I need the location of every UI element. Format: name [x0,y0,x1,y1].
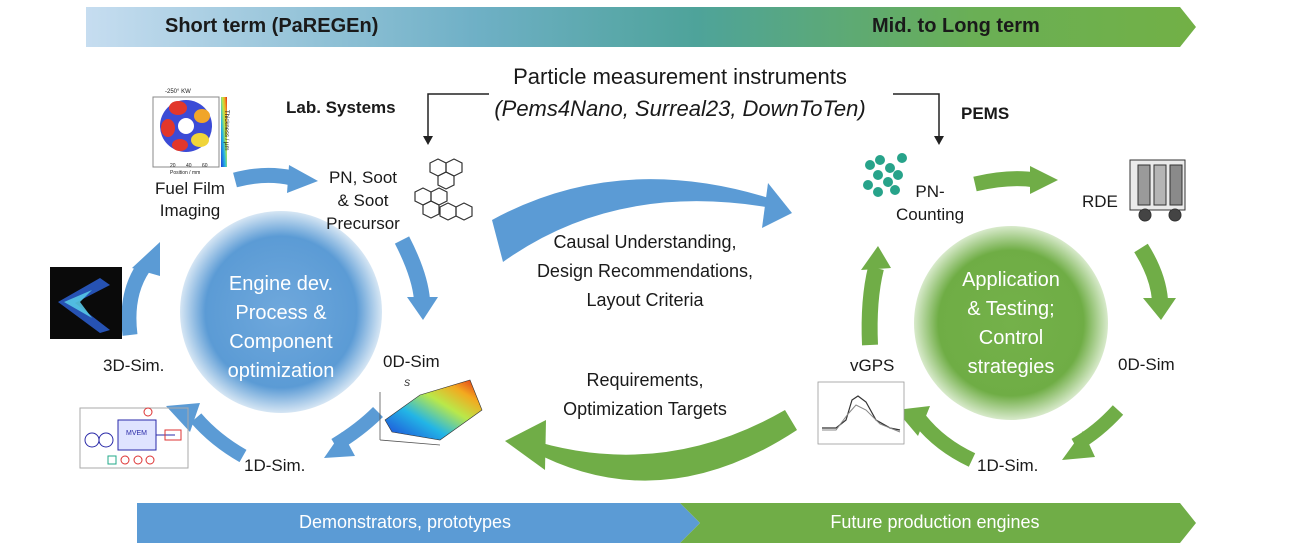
fuel-film-tick-3: 60 [202,163,208,169]
requirements-arrow [525,410,797,481]
vgps-label: vGPS [850,356,895,375]
lab-arrow [427,93,489,138]
application-label: Application & Testing; Control strategie… [930,266,1092,382]
causal-line-1: Causal Understanding, [553,232,737,252]
right-1d-sim-label: 1D-Sim. [977,456,1039,475]
fuel-film-chart-title: -250° KW [165,89,191,95]
mvem-label: MVEM [126,430,147,437]
arrow-rde-to-0d [1134,243,1168,301]
right-0d-sim-label: 0D-Sim [1118,355,1175,374]
arrow-1d-to-model [190,413,247,463]
left-0d-sim-label: 0D-Sim [383,352,440,371]
3d-sim-label: 3D-Sim. [103,356,165,375]
fuel-film-image [152,96,227,168]
pn-soot-label: PN, Soot & Soot Precursor [318,166,408,235]
rde-label: RDE [1082,192,1118,211]
application-line-1: Application [962,269,1060,291]
pn-counting-line-2: Counting [895,205,965,224]
short-term-label: Short term (PaREGEn) [165,15,379,37]
causal-line-2: Design Recommendations, [536,261,754,281]
demonstrators-banner [137,503,700,543]
pn-soot-line-2: & Soot [337,191,389,210]
instruments-title: Particle measurement instruments [513,64,847,89]
instruments-projects: (Pems4Nano, Surreal23, DownToTen) [494,96,866,121]
application-line-3: Control [978,327,1044,349]
arrow-3d-to-fuel [121,263,150,336]
surface-plot-label: S [404,378,411,388]
rde-engine-image [1129,159,1186,222]
fuel-film-line-1: Fuel Film [155,179,225,198]
engine-dev-line-1: Engine dev. [228,273,334,295]
pn-counting-label: PN- Counting [880,180,980,226]
long-term-label: Mid. to Long term [872,15,1040,37]
arrow-pn-to-rde [973,171,1037,192]
pn-soot-line-1: PN, Soot [328,168,398,187]
fuel-film-line-2: Imaging [159,201,221,220]
pems-arrow [893,93,940,138]
arrow-1d-to-vgps [914,415,976,467]
production-banner [680,503,1196,543]
application-line-2: & Testing; [967,298,1055,320]
causal-arrow [492,179,783,262]
requirements-line-1: Requirements, [586,370,704,390]
left-cycle-circle [180,211,382,413]
left-1d-sim-label: 1D-Sim. [244,456,306,475]
arrow-vgps-to-pn [861,266,884,346]
right-cycle-circle [914,226,1108,420]
arrow-fuel-to-pn [233,167,294,188]
engine-dev-line-2: Process & [235,302,327,324]
demonstrators-label: Demonstrators, prototypes [298,512,512,532]
mvem-diagram [79,407,189,469]
engine-dev-line-3: Component [229,331,333,353]
requirements-line-2: Optimization Targets [563,399,727,419]
engine-dev-label: Engine dev. Process & Component optimiza… [195,270,367,386]
requirements-text: Requirements, Optimization Targets [530,366,760,424]
timeline-banner [86,7,1196,47]
surface-plot [379,379,483,446]
lab-systems-label: Lab. Systems [286,98,396,117]
soot-precursor-molecules [414,158,473,221]
production-label: Future production engines [830,512,1040,532]
fuel-film-chart-xlabel: Position / mm [170,170,201,176]
pn-molecule-icon [863,153,907,197]
causal-line-3: Layout Criteria [586,290,704,310]
vgps-chart [817,381,905,445]
arrow-pn-to-0d [394,236,430,301]
engine-dev-line-4: optimization [227,360,335,382]
causal-text: Causal Understanding, Design Recommendat… [510,228,780,315]
application-line-4: strategies [967,356,1055,378]
pems-label: PEMS [961,104,1010,123]
pn-soot-line-3: Precursor [326,214,400,233]
pn-counting-line-1: PN- [915,182,945,201]
fuel-film-chart-ylabel: Thickness / µm [223,110,229,151]
fuel-film-tick-2: 40 [186,163,192,169]
fuel-film-tick-1: 20 [170,163,176,169]
3d-sim-image [50,267,122,339]
fuel-film-label: Fuel Film Imaging [140,178,240,222]
